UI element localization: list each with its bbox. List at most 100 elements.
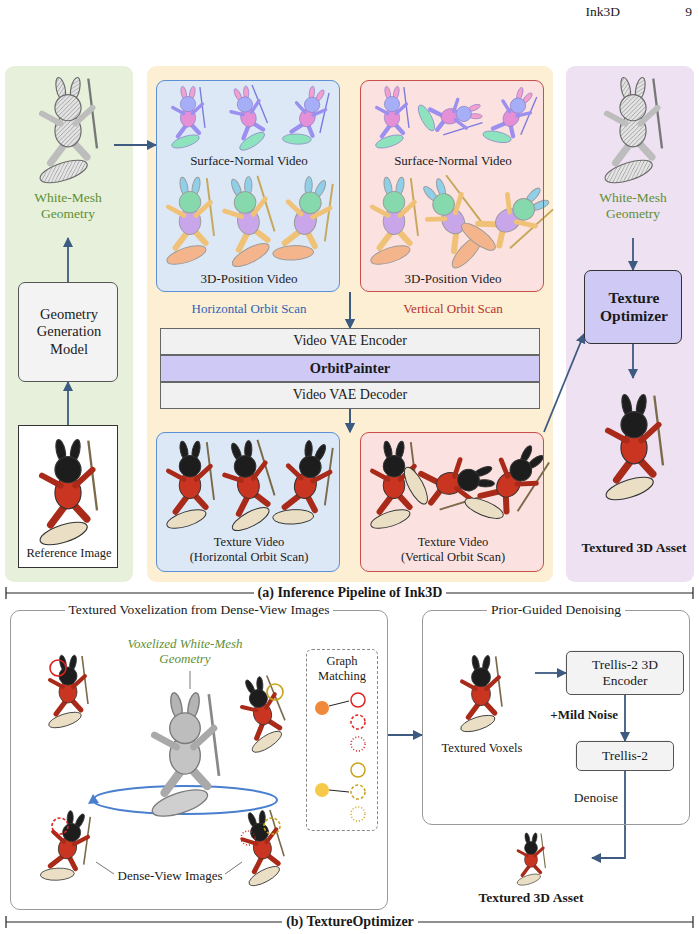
video-group: Texture Video (Vertical Orbit Scan) bbox=[360, 432, 544, 572]
text-slot: Texture Video (Vertical Orbit Scan) bbox=[396, 535, 510, 565]
skateboard bbox=[38, 156, 90, 188]
label-text: Texture Video (Vertical Orbit Scan) bbox=[396, 535, 510, 565]
text-slot: Voxelized White-Mesh Geometry bbox=[120, 636, 250, 667]
head bbox=[170, 713, 201, 744]
character-figure bbox=[165, 440, 214, 532]
head bbox=[620, 95, 646, 121]
text-slot: (b) TextureOptimizer bbox=[200, 914, 500, 931]
skateboard bbox=[516, 872, 542, 888]
head bbox=[507, 95, 528, 116]
character-figure bbox=[459, 434, 556, 536]
text-slot: Prior-Guided Denoising bbox=[423, 602, 689, 618]
panel-yellow bbox=[147, 66, 553, 582]
connector bbox=[114, 144, 156, 146]
text-slot: 9 bbox=[672, 4, 692, 20]
connector bbox=[349, 409, 351, 432]
skateboard bbox=[482, 129, 512, 145]
skateboard bbox=[462, 494, 505, 523]
skateboard bbox=[38, 518, 90, 550]
text-slot: Ink3D bbox=[520, 4, 620, 20]
leader-line bbox=[190, 671, 191, 689]
running-header: Ink3D bbox=[520, 4, 620, 20]
text-slot: Textured Voxelization from Dense-View Im… bbox=[11, 602, 387, 618]
character-figure bbox=[479, 81, 542, 155]
graph-node bbox=[351, 715, 365, 729]
head bbox=[179, 455, 201, 477]
skateboard bbox=[249, 727, 284, 756]
box-fill bbox=[565, 650, 683, 694]
head bbox=[509, 194, 539, 224]
divider-tick bbox=[692, 587, 693, 599]
graph-node bbox=[315, 783, 329, 797]
skateboard bbox=[229, 239, 272, 271]
orbit-arrowhead bbox=[88, 794, 99, 804]
head bbox=[456, 468, 481, 493]
text-slot: Reference Image bbox=[21, 546, 117, 561]
character-figure bbox=[269, 435, 340, 536]
head bbox=[233, 190, 258, 215]
character-figure bbox=[233, 673, 292, 757]
character-figure bbox=[604, 394, 663, 505]
text-slot: Video VAE Encoder bbox=[161, 333, 539, 350]
connector bbox=[632, 344, 634, 378]
skateboard bbox=[415, 103, 438, 133]
process-box: Geometry Generation Model bbox=[18, 282, 118, 382]
label-text: 3D-Position Video bbox=[159, 271, 339, 286]
label-text: Vertical Orbit Scan bbox=[361, 301, 545, 316]
character-figure bbox=[165, 176, 214, 268]
box-fill bbox=[18, 282, 118, 382]
head bbox=[180, 96, 195, 111]
label-text: Textured Voxelization from Dense-View Im… bbox=[65, 602, 334, 618]
head bbox=[383, 191, 405, 213]
head bbox=[383, 455, 405, 477]
character-figure bbox=[149, 692, 219, 822]
label-text: Surface-Normal Video bbox=[363, 153, 543, 168]
text-slot: Trellis-2 3D Encoder bbox=[569, 657, 681, 689]
text-slot: Texture Optimizer bbox=[588, 289, 680, 326]
connector bbox=[624, 695, 626, 741]
skateboard bbox=[149, 784, 210, 821]
skateboard bbox=[604, 473, 656, 505]
section-caption: (a) Inference Pipeline of Ink3D bbox=[254, 585, 447, 602]
box-fill bbox=[156, 80, 340, 292]
section-caption: (b) TextureOptimizer bbox=[282, 914, 418, 931]
connector bbox=[592, 771, 625, 858]
character-figure bbox=[459, 655, 502, 735]
character-figure bbox=[269, 171, 340, 272]
head bbox=[233, 454, 258, 479]
label-text: Textured 3D Asset bbox=[575, 540, 693, 556]
leader-line bbox=[225, 862, 242, 874]
text-slot: Denoise bbox=[550, 790, 618, 806]
skateboard bbox=[369, 506, 412, 532]
graph-node bbox=[351, 807, 365, 821]
character-figure bbox=[38, 439, 97, 550]
head bbox=[297, 454, 323, 480]
text-slot: Surface-Normal Video bbox=[159, 153, 339, 168]
connector bbox=[349, 292, 351, 328]
video-group: Surface-Normal Video3D-Position VideoVer… bbox=[360, 80, 544, 292]
connector bbox=[349, 292, 351, 328]
asset-figure: Textured 3D Asset bbox=[575, 378, 693, 560]
label-text: Video VAE Encoder bbox=[161, 333, 539, 350]
label-text: Textured 3D Asset bbox=[470, 890, 592, 906]
label-text: Texture Video (Horizontal Orbit Scan) bbox=[187, 535, 311, 565]
match-circle bbox=[264, 818, 280, 834]
match-circle bbox=[50, 660, 66, 676]
text-slot: Trellis-2 bbox=[579, 748, 671, 764]
divider-tick bbox=[692, 916, 693, 928]
skateboard bbox=[603, 156, 655, 188]
head bbox=[179, 191, 201, 213]
skateboard bbox=[165, 506, 208, 532]
connector bbox=[535, 672, 566, 674]
graph-node bbox=[351, 763, 365, 777]
divider-tick bbox=[5, 916, 6, 928]
match-line bbox=[329, 701, 349, 706]
text-slot: White-Mesh Geometry bbox=[578, 190, 688, 222]
skateboard bbox=[246, 863, 282, 890]
text-slot: 3D-Position Video bbox=[363, 271, 543, 286]
text-slot: Textured Voxels bbox=[429, 741, 535, 756]
box-fill bbox=[18, 425, 118, 568]
label-text: Prior-Guided Denoising bbox=[487, 602, 625, 618]
head bbox=[506, 455, 536, 485]
